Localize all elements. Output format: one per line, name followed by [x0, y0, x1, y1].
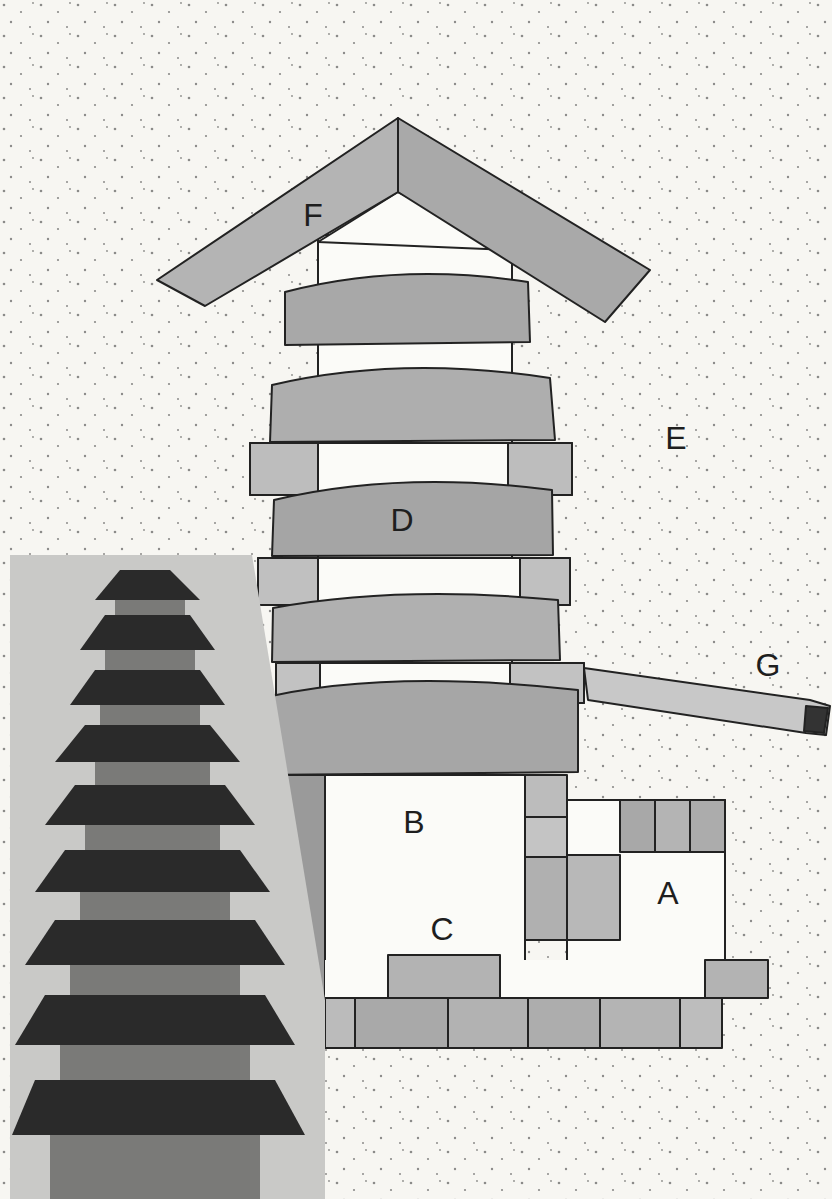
part-label: A [657, 877, 678, 909]
part-label: C [430, 913, 453, 945]
part-label: D [390, 504, 413, 536]
part-label: E [665, 422, 686, 454]
part-label: F [303, 199, 323, 231]
part-label: B [403, 806, 424, 838]
part-label: G [756, 649, 781, 681]
